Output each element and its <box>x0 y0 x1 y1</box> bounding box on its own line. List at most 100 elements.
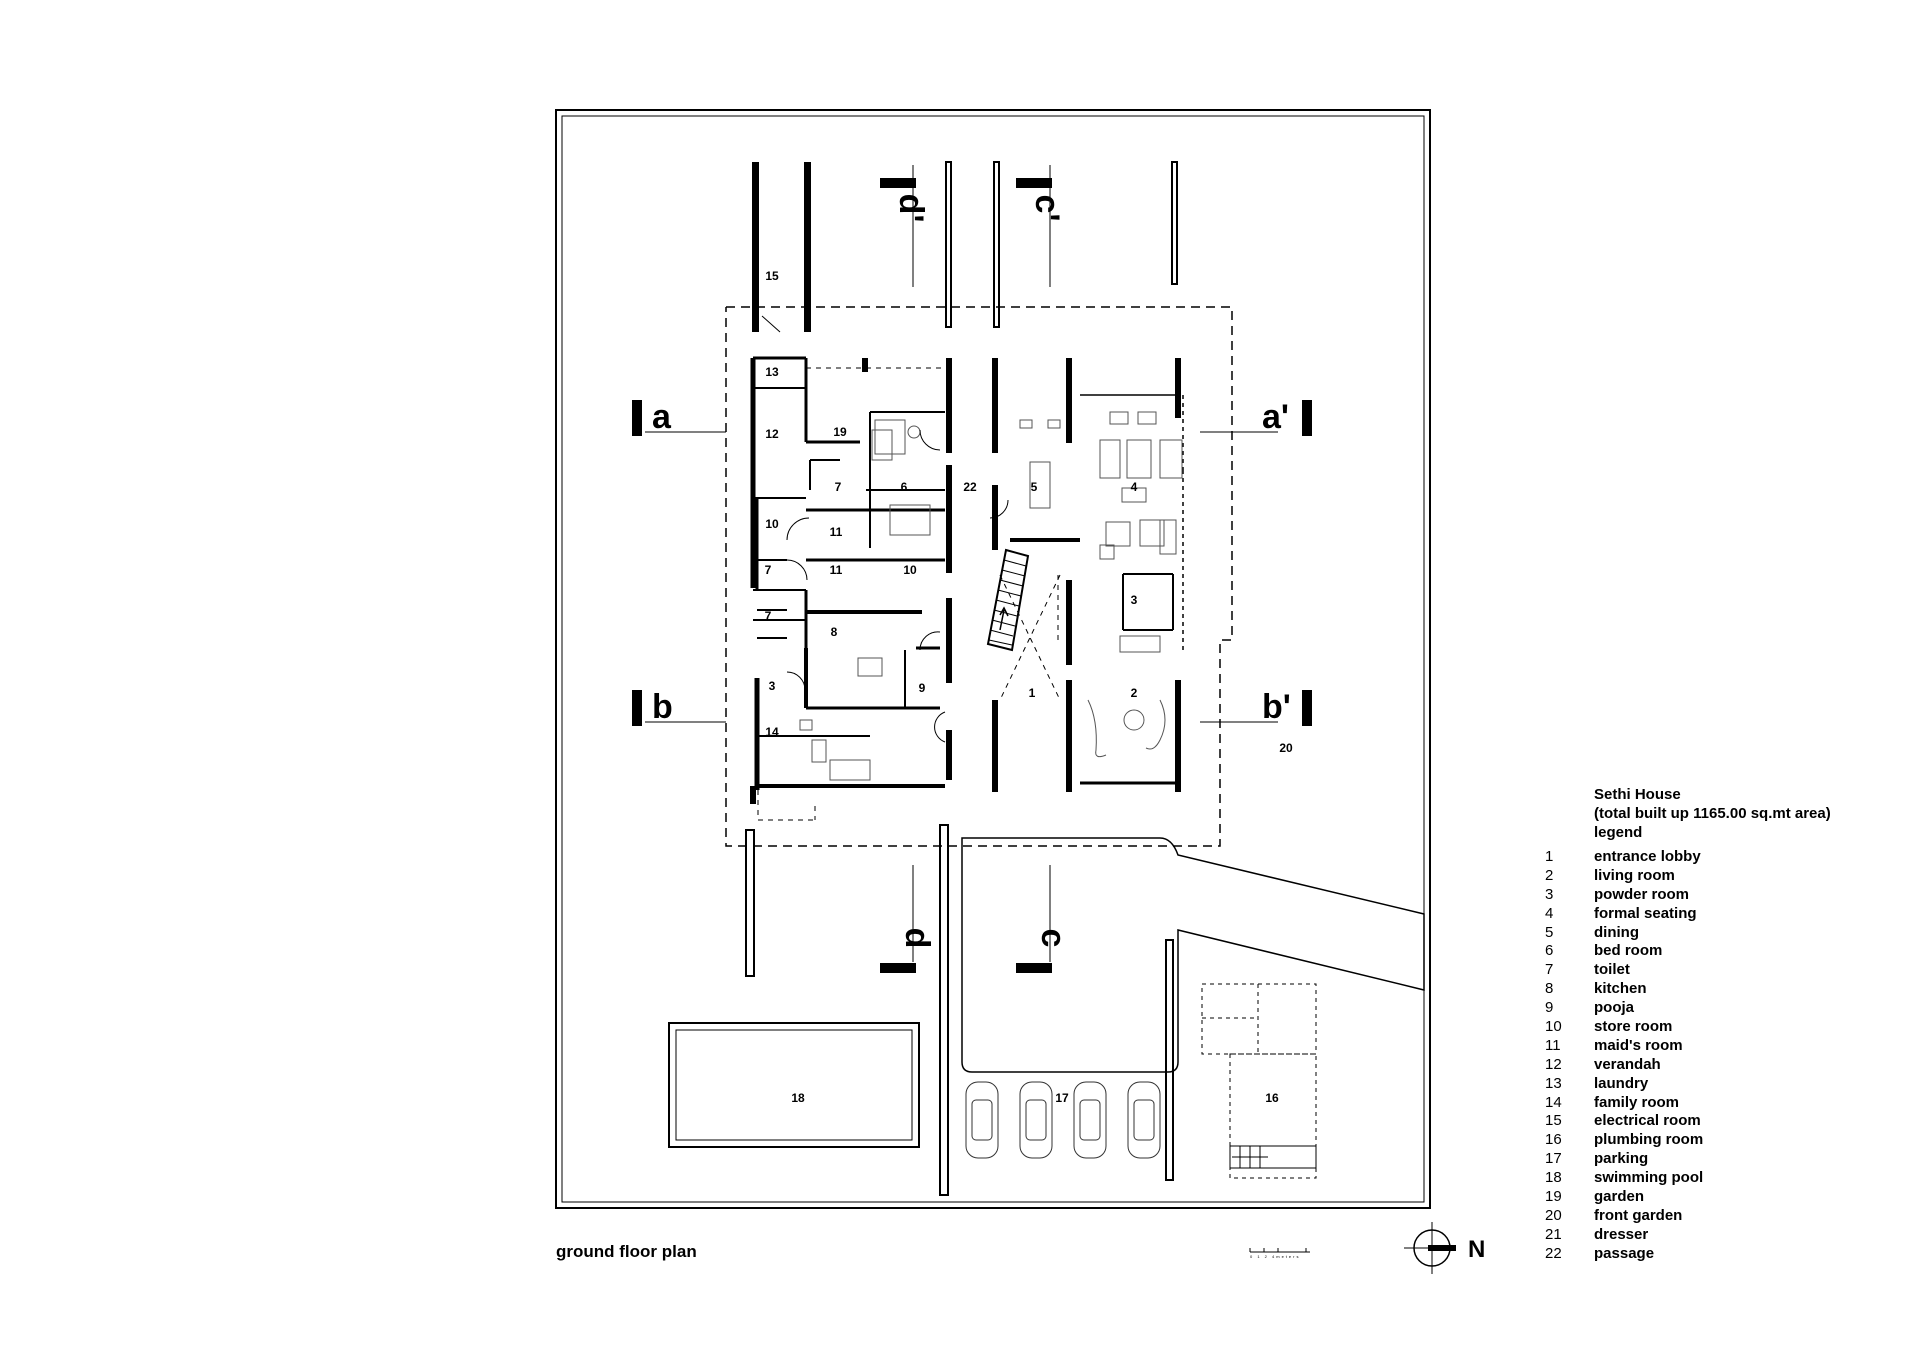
legend-item-name: living room <box>1594 866 1675 884</box>
legend-item-name: maid's room <box>1594 1036 1683 1054</box>
legend-item-name: entrance lobby <box>1594 848 1701 865</box>
legend-item-number: 8 <box>1545 980 1554 998</box>
legend-item-name: swimming pool <box>1594 1169 1704 1187</box>
legend-item-number: 12 <box>1545 1055 1562 1073</box>
swimming-pool-outline <box>668 1022 920 1148</box>
room-number-electrical-room: 15 <box>765 269 779 283</box>
legend-item-number: 18 <box>1545 1169 1562 1187</box>
bottom-walls <box>745 824 1174 1196</box>
legend-item: 15 electrical room <box>1545 1112 1831 1131</box>
room-number-maids-room-1: 11 <box>830 525 843 539</box>
scale-bar <box>1249 1248 1310 1253</box>
legend-item-name: garden <box>1594 1188 1645 1206</box>
legend-list: 1 entrance lobby 2 living room 3 powder roo… <box>1545 848 1831 1264</box>
room-number-toilet-2: 7 <box>765 563 772 577</box>
legend-item-number: 3 <box>1545 885 1554 903</box>
legend-item-number: 22 <box>1545 1244 1562 1262</box>
section-marker-c-prime: c' <box>1028 195 1066 222</box>
legend-item-name: front garden <box>1594 1206 1683 1224</box>
legend-item-name: plumbing room <box>1594 1131 1704 1149</box>
legend-item-number: 17 <box>1545 1150 1562 1168</box>
north-label: N <box>1468 1236 1486 1263</box>
legend-subtitle: (total built up 1165.00 sq.mt area) <box>1594 805 1831 822</box>
legend-item-name: formal seating <box>1594 904 1697 922</box>
legend: Sethi House (total built up 1165.00 sq.m… <box>1545 785 1831 1264</box>
legend-item: 9 pooja <box>1545 999 1831 1018</box>
section-marker-a-prime: a' <box>1262 398 1289 436</box>
legend-item-number: 13 <box>1545 1074 1562 1092</box>
electrical-room-door <box>761 315 781 333</box>
legend-item: 19 garden <box>1545 1188 1831 1207</box>
legend-item-number: 2 <box>1545 866 1554 884</box>
legend-item: 12 verandah <box>1545 1056 1831 1075</box>
north-arrow-icon <box>1404 1222 1456 1274</box>
legend-item-name: electrical room <box>1594 1112 1701 1130</box>
legend-item: 2 living room <box>1545 867 1831 886</box>
legend-item-name: store room <box>1594 1018 1673 1036</box>
staircase <box>986 548 1030 652</box>
scale-label: 0 1 2 4meters <box>1250 1254 1301 1259</box>
legend-item-name: parking <box>1594 1150 1649 1168</box>
top-walls <box>752 161 1178 332</box>
legend-item-number: 1 <box>1545 848 1554 865</box>
legend-item-name: passage <box>1594 1244 1655 1262</box>
legend-heading: legend <box>1594 824 1643 841</box>
room-number-passage: 22 <box>963 480 977 494</box>
legend-item: 8 kitchen <box>1545 980 1831 999</box>
legend-item: 17 parking <box>1545 1150 1831 1169</box>
column-walls <box>750 358 1181 804</box>
section-marker-d: d <box>898 928 936 949</box>
room-number-toilet-3: 7 <box>765 609 772 623</box>
room-number-powder-room: 3 <box>1131 593 1138 607</box>
legend-title: Sethi House <box>1594 786 1681 803</box>
room-numbers: 1 2 3 3 4 5 6 7 7 7 8 9 10 10 11 11 12 1… <box>765 269 1293 1105</box>
room-number-pooja: 9 <box>919 681 926 695</box>
room-number-kitchen: 8 <box>831 625 838 639</box>
legend-item-name: bed room <box>1594 942 1663 960</box>
legend-item: 1 entrance lobby <box>1545 848 1831 867</box>
legend-item-number: 9 <box>1545 999 1554 1017</box>
door-swings <box>786 429 1009 743</box>
section-marker-c: c <box>1034 929 1072 948</box>
legend-item-name: powder room <box>1594 885 1690 903</box>
interior-walls <box>750 356 1184 790</box>
legend-item-number: 15 <box>1545 1112 1562 1130</box>
room-number-maids-room-2: 11 <box>830 563 843 577</box>
room-number-laundry: 13 <box>765 365 779 379</box>
legend-item-name: toilet <box>1594 961 1630 979</box>
room-number-living-room: 2 <box>1131 686 1138 700</box>
legend-item-name: kitchen <box>1594 980 1647 998</box>
room-number-powder-room-2: 3 <box>769 679 776 693</box>
section-marker-bars <box>632 178 1312 973</box>
plan-title: ground floor plan <box>556 1242 697 1261</box>
room-number-bed-room: 6 <box>901 480 908 494</box>
legend-item-name: pooja <box>1594 999 1634 1017</box>
room-number-entrance-lobby: 1 <box>1029 686 1036 700</box>
legend-item-number: 16 <box>1545 1131 1562 1149</box>
section-marker-b-prime: b' <box>1262 688 1291 726</box>
legend-item-number: 19 <box>1545 1188 1562 1206</box>
room-number-plumbing-room: 16 <box>1265 1091 1279 1105</box>
room-number-formal-seating: 4 <box>1131 480 1138 494</box>
building-dashed-outline <box>725 306 1233 847</box>
swimming-pool-inner <box>675 1029 913 1141</box>
plumbing-room-outline <box>1201 983 1317 1179</box>
legend-item-name: laundry <box>1594 1074 1649 1092</box>
site-boundary-inner <box>561 115 1425 1203</box>
section-marker-letters: a a' b b' c c' d d' <box>652 194 1291 949</box>
room-number-dining: 5 <box>1031 480 1038 494</box>
legend-item: 16 plumbing room <box>1545 1131 1831 1150</box>
room-number-front-garden: 20 <box>1279 741 1293 755</box>
room-number-parking: 17 <box>1055 1091 1069 1105</box>
furniture <box>799 411 1183 781</box>
legend-item-name: dresser <box>1594 1225 1649 1243</box>
legend-item: 18 swimming pool <box>1545 1169 1831 1188</box>
legend-item-name: verandah <box>1594 1055 1661 1073</box>
